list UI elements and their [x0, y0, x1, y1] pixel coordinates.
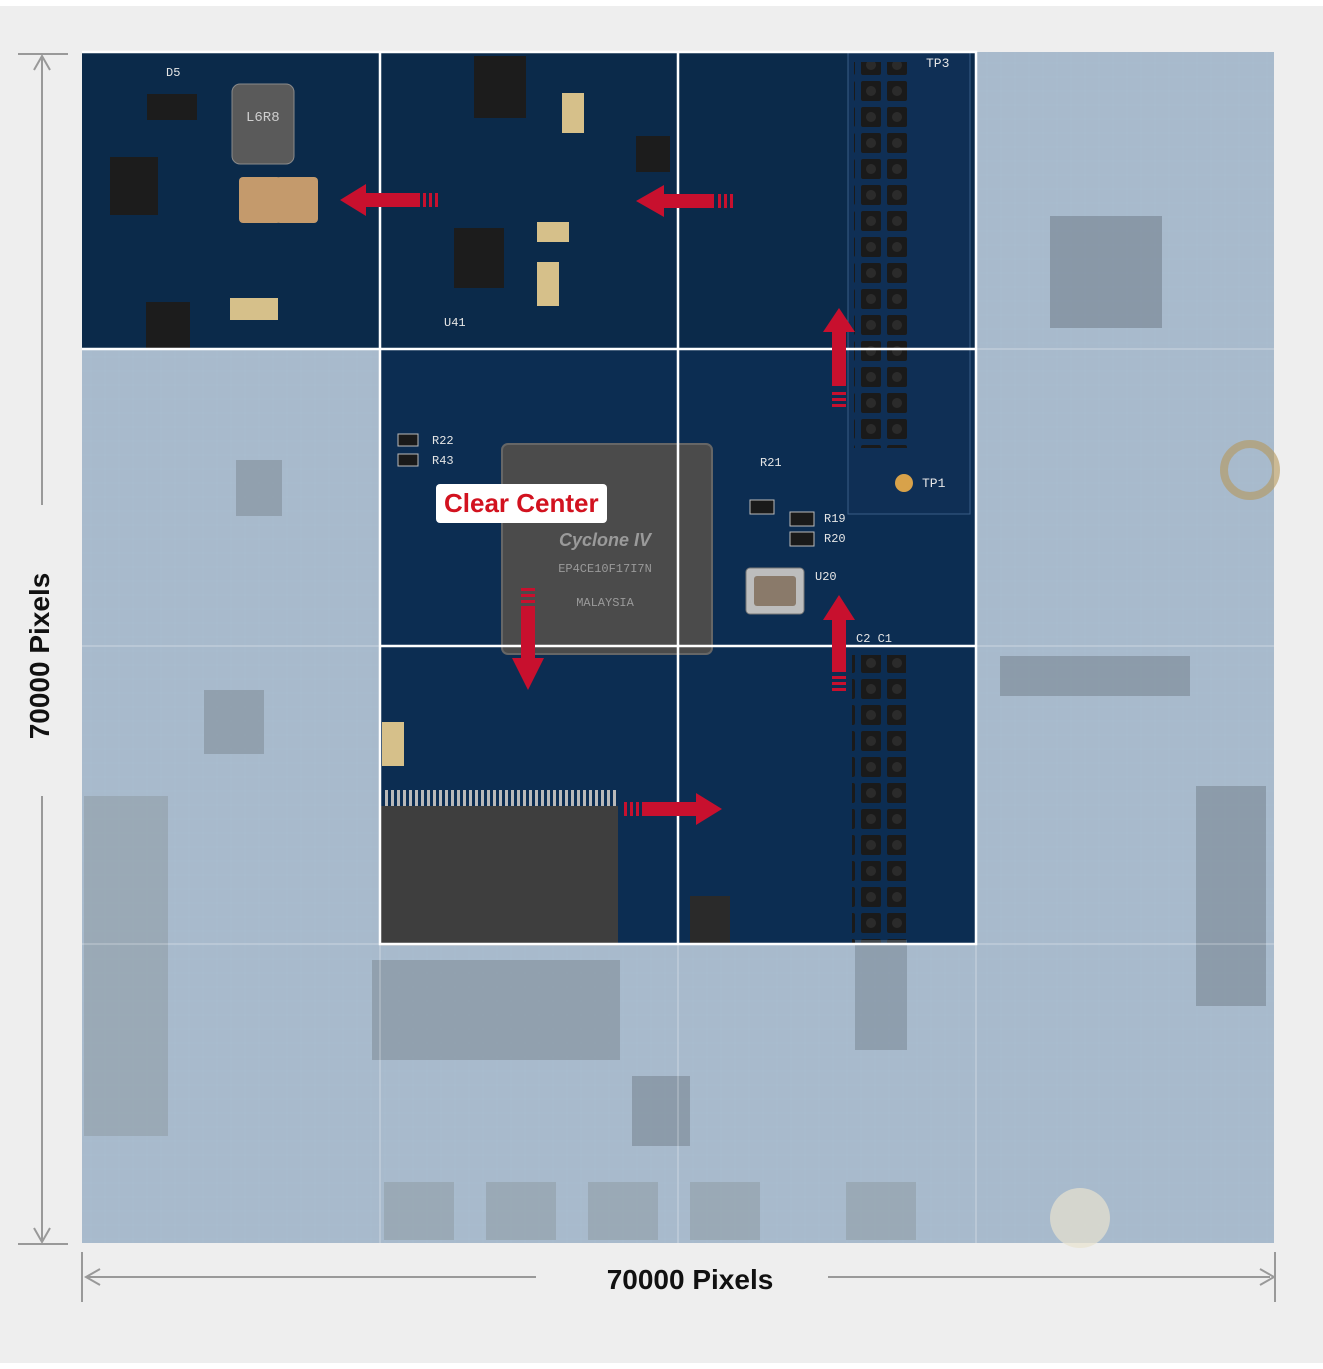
arrow-left-1 — [340, 184, 438, 216]
dimension-lines — [18, 53, 1277, 1302]
tile-grid — [82, 50, 1274, 1243]
arrow-left-2 — [636, 185, 733, 217]
arrow-down-1 — [512, 588, 544, 690]
arrow-right-1 — [624, 793, 722, 825]
label-u41: U41 — [444, 316, 466, 330]
fpga-chip-origin: MALAYSIA — [576, 596, 634, 610]
clear-center-label: Clear Center — [436, 484, 607, 523]
height-dimension-label: 70000 Pixels — [24, 572, 55, 740]
label-d5: D5 — [166, 66, 181, 80]
faded-tiles — [82, 52, 1280, 1248]
label-c2-c1: C2 C1 — [856, 632, 893, 646]
label-u20: U20 — [815, 570, 837, 584]
label-r22: R22 — [432, 434, 454, 448]
label-tp3: TP3 — [926, 56, 950, 71]
arrow-up-2 — [823, 595, 855, 691]
label-l6r8: L6R8 — [246, 110, 280, 126]
label-r20: R20 — [824, 532, 846, 546]
label-r43: R43 — [432, 454, 454, 468]
label-r21: R21 — [760, 456, 782, 470]
fpga-chip-brand: Cyclone IV — [558, 530, 652, 550]
arrow-up-1 — [823, 308, 855, 407]
direction-arrows — [340, 184, 855, 825]
fpga-chip-part: EP4CE10F17I7N — [558, 562, 652, 576]
label-r19: R19 — [824, 512, 846, 526]
label-tp1: TP1 — [922, 476, 946, 491]
width-dimension-label: 70000 Pixels — [606, 1264, 774, 1295]
